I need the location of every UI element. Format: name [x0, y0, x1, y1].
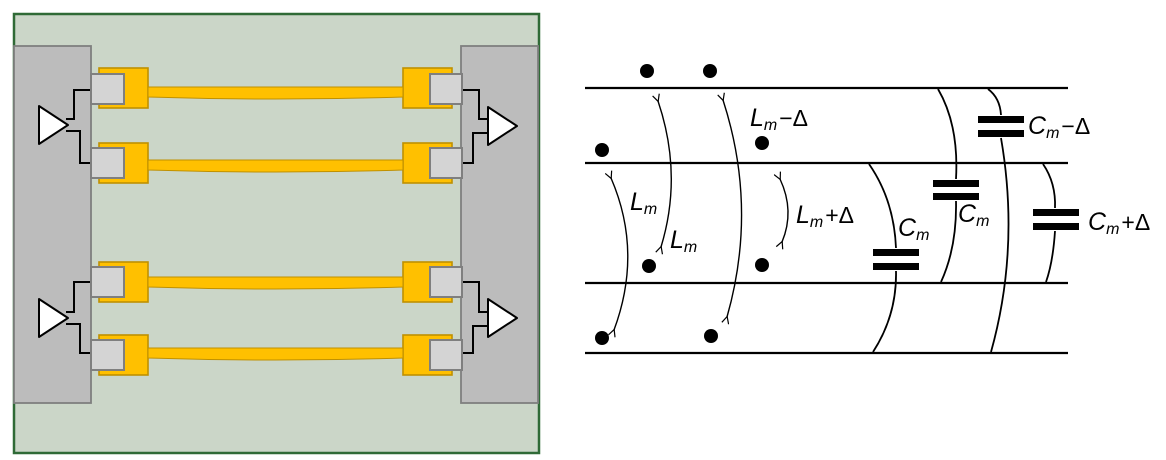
mutual-inductance-arc-2-3: [780, 179, 789, 242]
label-subscript: m: [763, 117, 778, 134]
mutual-capacitance-2-4: [868, 163, 919, 353]
label-lm-minus-delta: Lm−Δ: [750, 104, 809, 134]
wire-trace: [147, 159, 404, 173]
label-cm-upper: Cm: [958, 200, 991, 230]
capacitor-icon: [873, 249, 919, 256]
label-subscript: m: [916, 227, 930, 244]
coupling-circuit-figure: [585, 64, 1079, 355]
elbow-wire: [462, 281, 488, 313]
buffer-icon: [38, 105, 69, 145]
interconnect-row-1: [90, 67, 463, 109]
label-suffix: +Δ: [825, 202, 855, 228]
capacitor-icon: [1033, 209, 1079, 216]
node-dot: [755, 258, 769, 272]
elbow-wire: [462, 325, 488, 354]
capacitor-icon: [978, 130, 1024, 137]
label-base: L: [630, 188, 644, 216]
wire-trace: [147, 276, 404, 290]
mutual-inductance-arc-2-4: [611, 178, 629, 330]
label-base: L: [750, 104, 764, 132]
mutual-capacitance-1-3: [933, 88, 979, 283]
coupling-curve: [1045, 230, 1056, 283]
elbow-wire: [66, 323, 91, 354]
label-cm-plus-delta: Cm+Δ: [1088, 208, 1151, 238]
bond-pad: [90, 147, 125, 179]
coupling-curve: [872, 270, 897, 353]
node-dot: [755, 136, 769, 150]
label-base: C: [1088, 208, 1107, 236]
left-die-block: [13, 45, 92, 404]
interconnect-row-3: [90, 261, 463, 303]
node-dot: [703, 64, 717, 78]
bond-pad: [90, 266, 125, 298]
label-lm-upper: Lm: [630, 188, 659, 218]
mutual-capacitance-2-3: [1033, 163, 1079, 283]
node-dot: [595, 331, 609, 345]
label-subscript: m: [1046, 125, 1060, 142]
label-cm-lower: Cm: [898, 214, 931, 244]
buffer-icon: [487, 106, 518, 146]
mutual-inductance-arc-1-4: [723, 100, 743, 317]
mutual-inductance-arc-1-3: [658, 101, 672, 247]
node-dot: [642, 259, 656, 273]
package-layout-figure: [12, 12, 541, 455]
label-suffix: −Δ: [779, 105, 809, 131]
label-subscript: m: [1106, 221, 1120, 238]
coupling-curve: [987, 88, 1002, 116]
coupling-curve: [1042, 163, 1056, 209]
node-dot: [595, 143, 609, 157]
wire-trace: [147, 347, 404, 361]
bond-pad: [429, 339, 463, 371]
interconnect-row-2: [90, 142, 463, 184]
label-lm-lower: Lm: [670, 226, 699, 256]
bond-pad: [429, 266, 463, 298]
node-dot: [640, 64, 654, 78]
label-base: C: [958, 200, 977, 228]
label-subscript: m: [683, 239, 698, 256]
capacitor-icon: [933, 180, 979, 187]
elbow-wire: [66, 89, 91, 120]
buffer-icon: [487, 298, 518, 338]
capacitor-icon: [933, 193, 979, 200]
label-subscript: m: [976, 213, 990, 230]
label-subscript: m: [809, 214, 824, 231]
coupling-curve: [990, 137, 1010, 353]
elbow-wire: [66, 281, 91, 313]
coupling-curve: [937, 88, 958, 180]
elbow-wire: [66, 130, 91, 164]
wire-trace: [147, 86, 404, 100]
label-base: L: [796, 201, 810, 229]
bond-pad: [90, 73, 125, 105]
label-suffix: −Δ: [1061, 113, 1091, 139]
capacitor-icon: [873, 263, 919, 270]
elbow-wire: [462, 89, 488, 120]
capacitor-icon: [978, 116, 1024, 123]
bond-pad: [90, 339, 125, 371]
node-dot: [704, 329, 718, 343]
label-base: C: [1028, 112, 1047, 140]
buffer-icon: [38, 298, 69, 338]
mutual-capacitance-1-4: [978, 88, 1024, 353]
coupling-curve: [940, 200, 957, 283]
label-base: L: [670, 226, 684, 254]
label-subscript: m: [643, 201, 658, 218]
capacitor-icon: [1033, 223, 1079, 230]
bond-pad: [429, 147, 463, 179]
label-suffix: +Δ: [1121, 209, 1151, 235]
label-cm-minus-delta: Cm−Δ: [1028, 112, 1091, 142]
elbow-wire: [462, 132, 488, 164]
bond-pad: [429, 73, 463, 105]
label-base: C: [898, 214, 917, 242]
coupling-curve: [868, 163, 897, 249]
interconnect-row-4: [90, 334, 463, 376]
label-lm-plus-delta: Lm+Δ: [796, 201, 855, 231]
